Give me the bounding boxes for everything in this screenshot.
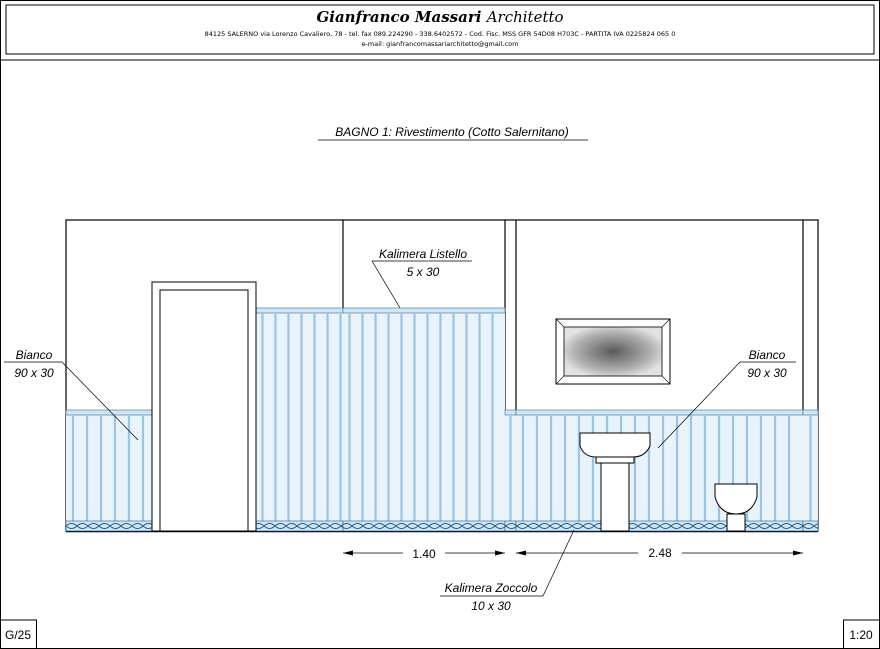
label-bianco-right: Bianco 90 x 30 (657, 348, 796, 449)
bianco-right-size: 90 x 30 (747, 366, 787, 380)
dimension-b-value: 2.48 (648, 546, 672, 560)
listello-name: Kalimera Listello (379, 247, 467, 261)
listello-size: 5 x 30 (407, 265, 440, 279)
scale-label: 1:20 (849, 628, 873, 642)
header-box (5, 4, 875, 55)
toilet (714, 483, 758, 532)
door (151, 281, 257, 532)
firm-heading: Gianfranco Massari Architetto (0, 8, 880, 26)
dimension-2-48: 2.48 (516, 545, 803, 560)
bianco-right-name: Bianco (749, 348, 786, 362)
label-listello: Kalimera Listello 5 x 30 (371, 247, 472, 309)
dimension-1-40: 1.40 (343, 546, 505, 561)
tile-fields (65, 307, 819, 532)
label-bianco-left: Bianco 90 x 30 (4, 348, 139, 441)
washbasin (579, 432, 651, 532)
zoccolo-name: Kalimera Zoccolo (445, 581, 538, 595)
dimension-a-value: 1.40 (412, 547, 436, 561)
email-line: e-mail: gianfrancomassariarchitetto@gmai… (361, 40, 519, 48)
zoccolo-size: 10 x 30 (471, 599, 511, 613)
sheet-code: G/25 (5, 628, 31, 642)
firm-name: Gianfranco Massari (316, 8, 482, 26)
label-zoccolo: Kalimera Zoccolo 10 x 30 (440, 529, 575, 613)
mirror (555, 318, 671, 385)
address-line: 84125 SALERNO via Lorenzo Cavaliero, 78 … (204, 30, 676, 38)
firm-role: Architetto (486, 8, 564, 26)
bianco-left-size: 90 x 30 (14, 366, 54, 380)
drawing-title: BAGNO 1: Rivestimento (Cotto Salernitano… (335, 125, 568, 139)
bianco-left-name: Bianco (16, 348, 53, 362)
